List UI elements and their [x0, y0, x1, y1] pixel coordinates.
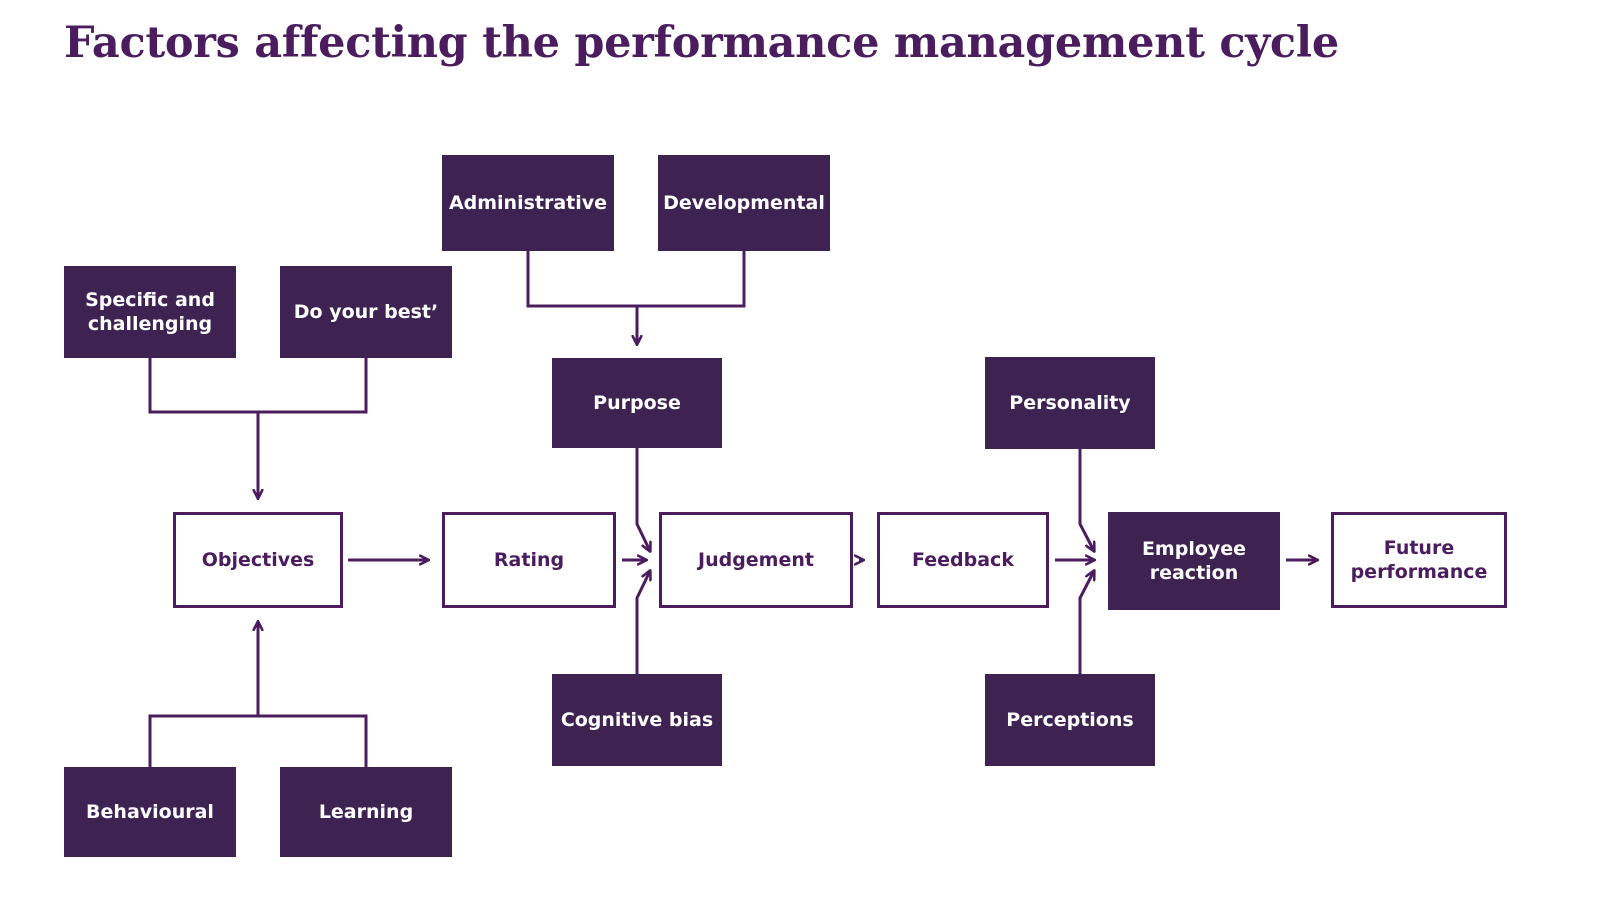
node-objectives[interactable]: Objectives — [173, 512, 343, 608]
node-label-behavioural: Behavioural — [86, 800, 214, 823]
edge-cognitive-to-judgement — [635, 571, 650, 674]
edge-types-bracket — [148, 714, 368, 767]
node-label-future: Future performance — [1350, 536, 1488, 583]
node-label-learning: Learning — [318, 800, 414, 823]
page-title: Factors affecting the performance manage… — [64, 18, 1339, 68]
node-label-perceptions: Perceptions — [1006, 708, 1134, 731]
edge-personality-to-employee — [1078, 449, 1094, 551]
edge-perceptions-to-employee — [1078, 571, 1094, 674]
node-purpose[interactable]: Purpose — [552, 358, 722, 448]
node-label-purpose: Purpose — [593, 391, 681, 414]
node-employee[interactable]: Employee reaction — [1108, 512, 1280, 610]
node-label-developmental: Developmental — [663, 191, 825, 214]
node-label-objectives: Objectives — [201, 548, 315, 571]
edge-purposes-bracket — [526, 251, 746, 308]
node-learning[interactable]: Learning — [280, 767, 452, 857]
node-label-administrative: Administrative — [448, 191, 608, 214]
node-label-specific: Specific and challenging — [85, 288, 215, 335]
node-specific[interactable]: Specific and challenging — [64, 266, 236, 358]
node-perceptions[interactable]: Perceptions — [985, 674, 1155, 766]
node-label-personality: Personality — [1009, 391, 1131, 414]
node-feedback[interactable]: Feedback — [877, 512, 1049, 608]
node-rating[interactable]: Rating — [442, 512, 616, 608]
node-judgement[interactable]: Judgement — [659, 512, 853, 608]
node-label-cognitive: Cognitive bias — [560, 708, 714, 731]
node-label-judgement: Judgement — [698, 548, 814, 571]
node-label-employee: Employee reaction — [1141, 537, 1247, 584]
node-do-your-best[interactable]: Do your best’ — [280, 266, 452, 358]
node-developmental[interactable]: Developmental — [658, 155, 830, 251]
edge-purpose-to-judgement — [635, 448, 650, 551]
node-label-feedback: Feedback — [912, 548, 1014, 571]
node-personality[interactable]: Personality — [985, 357, 1155, 449]
edge-goals-bracket — [148, 358, 368, 414]
node-future[interactable]: Future performance — [1331, 512, 1507, 608]
node-cognitive[interactable]: Cognitive bias — [552, 674, 722, 766]
node-administrative[interactable]: Administrative — [442, 155, 614, 251]
node-label-rating: Rating — [493, 548, 565, 571]
node-behavioural[interactable]: Behavioural — [64, 767, 236, 857]
node-label-do-your-best: Do your best’ — [293, 300, 439, 323]
